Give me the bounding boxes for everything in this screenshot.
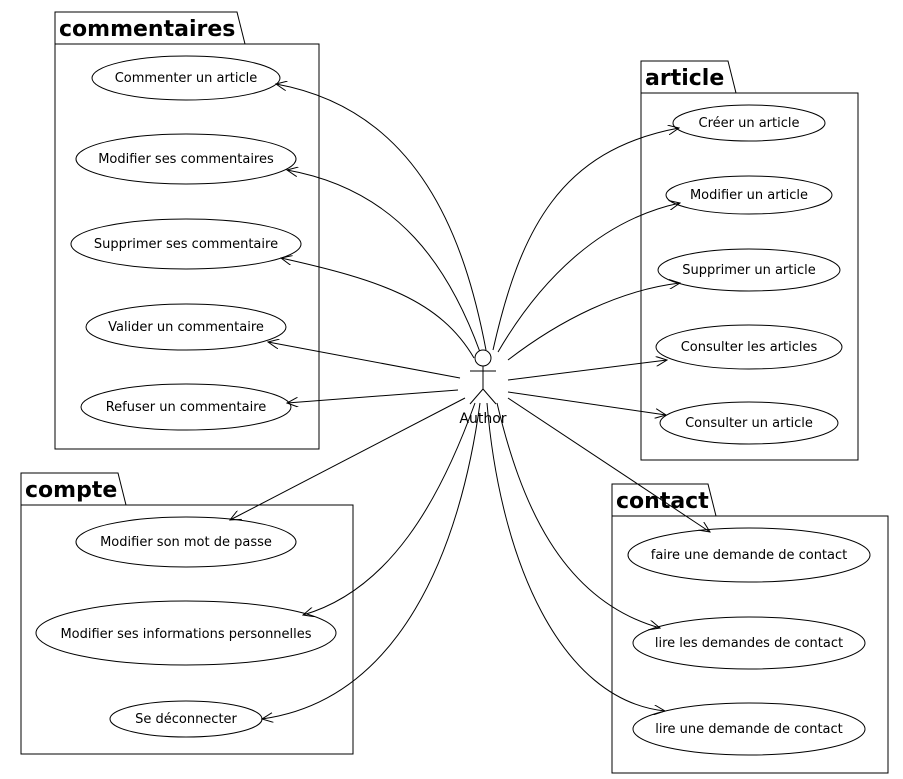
association-arrow (497, 203, 680, 353)
use-case-label: lire une demande de contact (655, 722, 843, 737)
package-title: contact (616, 489, 709, 514)
use-case-label: faire une demande de contact (651, 548, 848, 563)
association-arrow (276, 84, 487, 351)
package-contact: contact faire une demande de contact lir… (611, 483, 889, 774)
use-case-label: Consulter les articles (681, 340, 818, 355)
association-arrow (262, 402, 481, 719)
association-arrow (507, 397, 710, 532)
use-case[interactable]: Consulter les articles (655, 324, 843, 370)
use-case[interactable]: Modifier ses commentaires (75, 133, 297, 185)
association-arrow (496, 402, 660, 628)
use-case[interactable]: Consulter un article (659, 401, 839, 445)
use-case[interactable]: lire une demande de contact (632, 702, 866, 756)
use-case-label: Créer un article (699, 116, 800, 131)
use-case-label: Consulter un article (685, 416, 813, 431)
use-case-label: Commenter un article (115, 71, 258, 86)
use-case[interactable]: Modifier ses informations personnelles (35, 600, 337, 666)
actor-author[interactable]: Author (459, 349, 507, 427)
use-case-label: Modifier un article (690, 188, 808, 203)
use-case-label: Modifier ses commentaires (98, 152, 274, 167)
package-title: compte (25, 478, 117, 503)
package-tab (640, 60, 737, 94)
use-case-label: Modifier ses informations personnelles (60, 627, 311, 642)
package-compte: compte Modifier son mot de passe Modifie… (20, 472, 354, 755)
use-case-label: Supprimer un article (682, 263, 815, 278)
use-case[interactable]: Supprimer un article (657, 248, 841, 292)
association-arrow (507, 360, 667, 381)
package-title: commentaires (59, 17, 235, 42)
use-case[interactable]: Modifier un article (665, 175, 833, 215)
use-case[interactable]: Refuser un commentaire (80, 383, 292, 431)
use-case[interactable]: Se déconnecter (109, 700, 263, 738)
use-case[interactable]: Commenter un article (91, 55, 281, 101)
package-tab (20, 472, 127, 506)
association-arrow (486, 402, 665, 711)
use-case-label: Valider un commentaire (108, 320, 264, 335)
association-arrow (268, 342, 461, 379)
association-arrow (507, 391, 666, 415)
use-case[interactable]: lire les demandes de contact (632, 616, 866, 670)
use-case-label: Modifier son mot de passe (100, 535, 272, 550)
association-arrow (281, 258, 475, 359)
use-case[interactable]: Modifier son mot de passe (75, 516, 297, 568)
stick-figure-icon (469, 349, 497, 405)
association-arrow (507, 283, 680, 361)
association-arrow (230, 397, 466, 520)
use-case-label: lire les demandes de contact (655, 636, 843, 651)
package-tab (54, 11, 246, 45)
association-arrow (287, 389, 459, 403)
use-case-label: Refuser un commentaire (106, 400, 267, 415)
use-case-label: Se déconnecter (135, 712, 237, 727)
use-case[interactable]: faire une demande de contact (627, 527, 871, 583)
package-title: article (645, 66, 724, 91)
use-case[interactable]: Créer un article (672, 104, 826, 142)
use-case[interactable]: Supprimer ses commentaire (70, 218, 302, 270)
associations (230, 84, 710, 719)
association-arrow (492, 128, 679, 351)
actor-label: Author (459, 411, 506, 427)
use-case-label: Supprimer ses commentaire (94, 237, 278, 252)
package-tab (611, 483, 717, 517)
package-commentaires: commentaires Commenter un article Modifi… (54, 11, 320, 450)
use-case[interactable]: Valider un commentaire (85, 303, 287, 351)
association-arrow (287, 170, 481, 353)
association-arrow (303, 402, 476, 615)
package-article: article Créer un article Modifier un art… (640, 60, 859, 461)
